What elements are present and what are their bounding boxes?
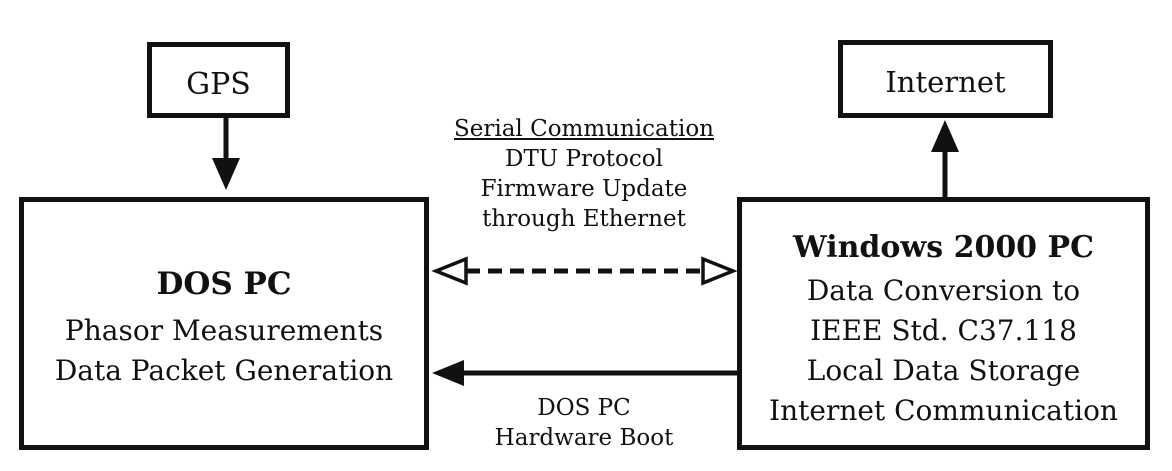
serial-link-left-arrowhead: [431, 256, 468, 286]
windows-pc-line: IEEE Std. C37.118: [810, 314, 1077, 347]
dos-pc-line: Data Packet Generation: [54, 354, 394, 387]
gps-label: GPS: [186, 67, 251, 102]
internet-label: Internet: [885, 65, 1006, 99]
serial-link-label: Serial Communication DTU Protocol Firmwa…: [432, 114, 736, 234]
windows-pc-line: Internet Communication: [769, 394, 1118, 427]
win-to-internet-arrowhead: [931, 120, 959, 152]
boot-link-line: DOS PC: [537, 395, 631, 421]
dos-pc-box: DOS PC Phasor Measurements Data Packet G…: [19, 197, 429, 450]
boot-link-line: Hardware Boot: [494, 425, 674, 451]
windows-pc-line: Data Conversion to: [806, 274, 1081, 307]
internet-box: Internet: [838, 40, 1053, 118]
windows-pc-box: Windows 2000 PC Data Conversion to IEEE …: [737, 197, 1150, 450]
boot-link-arrowhead: [432, 360, 464, 386]
gps-to-dos-arrowhead: [212, 158, 240, 190]
boot-link-label: DOS PC Hardware Boot: [432, 393, 736, 453]
serial-link-line: DTU Protocol: [505, 146, 663, 172]
dos-pc-line: Phasor Measurements: [64, 314, 384, 347]
gps-box: GPS: [147, 42, 290, 118]
serial-link-heading: Serial Communication: [454, 116, 714, 142]
serial-link-line: through Ethernet: [482, 206, 686, 232]
serial-link-right-arrowhead: [701, 256, 738, 286]
serial-link-line: Firmware Update: [480, 176, 688, 202]
windows-pc-title: Windows 2000 PC: [793, 230, 1094, 265]
dos-pc-title: DOS PC: [156, 266, 292, 302]
windows-pc-line: Local Data Storage: [806, 354, 1081, 387]
